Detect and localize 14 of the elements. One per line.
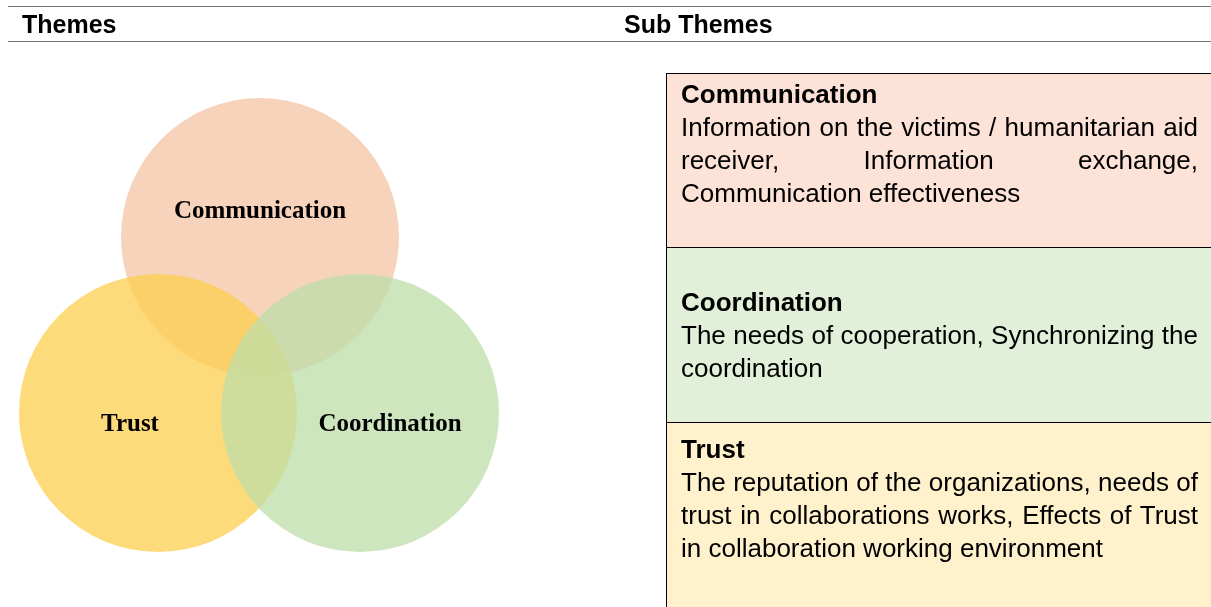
- sub-theme-cell: [666, 247, 1211, 424]
- cell-text: Information on the victims / humanitarian aid receiver, Information exchange, Communication effectiveness: [681, 111, 1198, 210]
- cell-heading: Communication: [681, 78, 879, 111]
- sub-theme-cell: [666, 73, 1211, 249]
- column-header: Themes: [22, 10, 117, 39]
- theme-label: Communication: [173, 196, 347, 224]
- cell-text: The reputation of the organizations, needs of trust in collaborations works, Effects of Trust in collaboration working environment: [681, 466, 1198, 565]
- column-header: Sub Themes: [624, 10, 773, 39]
- theme-label: Trust: [101, 409, 159, 437]
- theme-label: Coordination: [318, 409, 462, 437]
- sub-theme-cell: [666, 422, 1211, 607]
- cell-heading: Coordination: [681, 286, 844, 319]
- cell-text: The needs of cooperation, Synchronizing the coordination: [681, 319, 1198, 385]
- cell-heading: Trust: [681, 433, 746, 466]
